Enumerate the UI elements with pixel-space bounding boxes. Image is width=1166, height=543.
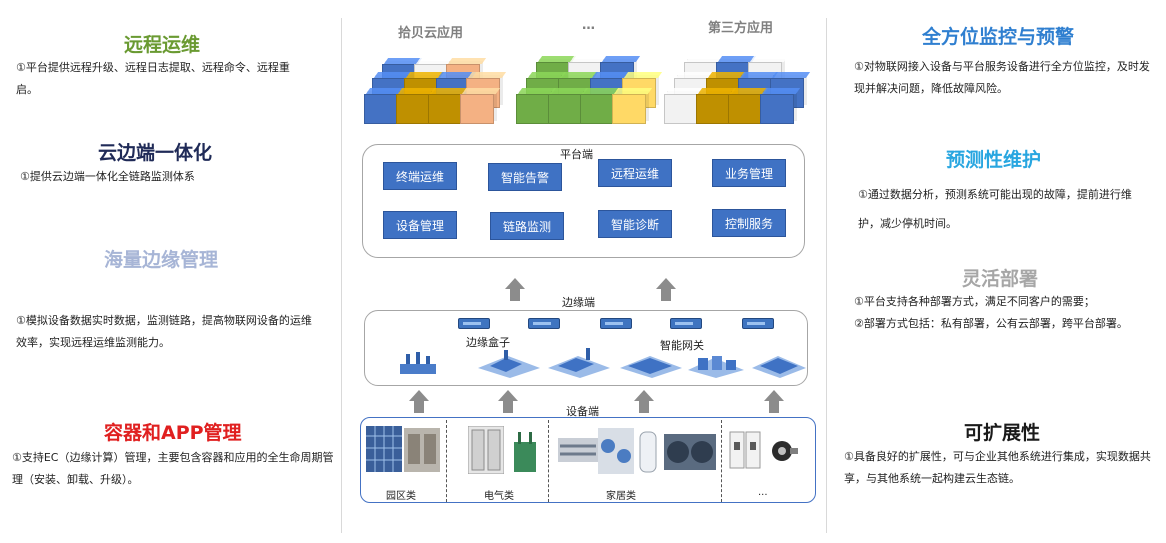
device-label: 设备端 [566,405,599,418]
app-cube [664,94,698,124]
app-cube [728,94,762,124]
cloud-edge-title: 云边端一体化 [98,142,213,164]
app-header-ellipsis: … [582,18,595,33]
app-cube [396,94,430,124]
divider-left [341,18,342,533]
up-arrow-icon [634,390,654,414]
remote-ops-title: 远程运维 [124,34,201,56]
device-category-home: 家居类 [606,491,636,502]
transformer-icon [514,432,536,472]
app-cube [460,94,494,124]
gateway-icon [742,318,774,329]
water-treatment-icon [598,428,634,474]
extensibility-title: 可扩展性 [964,422,1041,444]
edge-box-icon [458,318,490,329]
edge-box-icon [528,318,560,329]
predictive-maintenance-title: 预测性维护 [946,149,1042,171]
solar-panel-icon [366,426,402,472]
divider-right [826,18,827,533]
app-header-third-party: 第三方应用 [708,21,774,36]
service-smart-diagnosis[interactable]: 智能诊断 [598,210,672,238]
app-cube [760,94,794,124]
app-cube [580,94,614,124]
app-cube [548,94,582,124]
monitoring-title: 全方位监控与预警 [922,26,1075,48]
app-cube [364,94,398,124]
edge-box-label: 边缘盒子 [466,336,510,349]
extensibility-text: ①具备良好的扩展性，可与企业其他系统进行集成，实现数据共享，与其他系统一起构建云… [844,450,1151,485]
gateway-icon [670,318,702,329]
data-center-icon [752,356,806,378]
app-header-own: 拾贝云应用 [398,26,464,41]
device-category-park: 园区类 [386,491,416,502]
service-link-monitor[interactable]: 链路监测 [490,212,564,240]
app-cube [428,94,462,124]
container-app-text: ①支持EC（边缘计算）管理，主要包含容器和应用的全生命周期管理（安装、卸载、升级… [12,451,334,486]
service-remote-ops[interactable]: 远程运维 [598,159,672,187]
device-separator [548,420,549,502]
device-category-more: ... [758,487,768,498]
up-arrow-icon [409,390,429,414]
container-app-title: 容器和APP管理 [104,422,242,444]
flexible-deploy-text-1: ①平台支持各种部署方式，满足不同客户的需要； [854,295,1095,308]
factory-icon [400,352,436,374]
buildings-icon [688,356,744,378]
flexible-deploy-text-2: ②部署方式包括：私有部署，公有云部署，跨平台部署。 [854,317,1128,330]
water-heater-icon [639,431,657,473]
device-separator [721,420,722,502]
circuit-breaker-icon [729,431,761,469]
app-cube [516,94,550,124]
gateway-icon [600,318,632,329]
service-terminal-ops[interactable]: 终端运维 [383,162,457,190]
edge-management-title: 海量边缘管理 [104,249,219,271]
service-smart-alarm[interactable]: 智能告警 [488,163,562,191]
service-control[interactable]: 控制服务 [712,209,786,237]
up-arrow-icon [498,390,518,414]
edge-label: 边缘端 [562,296,595,309]
service-device-mgmt[interactable]: 设备管理 [383,211,457,239]
plant-icon [548,348,610,378]
device-category-electrical: 电气类 [484,491,514,502]
warehouse-icon [620,356,682,378]
sensor-icon [772,441,798,461]
up-arrow-icon [764,390,784,414]
service-business-mgmt[interactable]: 业务管理 [712,159,786,187]
pipes-icon [558,438,598,462]
flexible-deploy-title: 灵活部署 [962,268,1039,290]
up-arrow-icon [656,278,676,302]
remote-ops-text: ①平台提供远程升级、远程日志提取、远程命令、远程重启。 [16,61,290,96]
cloud-edge-text: ①提供云边端一体化全链路监测体系 [20,170,195,183]
up-arrow-icon [505,278,525,302]
edge-management-text: ①模拟设备数据实时数据，监测链路，提高物联网设备的运维效率，实现远程运维监测能力… [16,314,312,349]
monitoring-text: ①对物联网接入设备与平台服务设备进行全方位监控，及时发现并解决问题，降低故障风险… [854,60,1150,95]
app-cube [696,94,730,124]
predictive-maintenance-text: ①通过数据分析，预测系统可能出现的故障，提前进行维护，减少停机时间。 [858,188,1132,230]
switchgear-icon [468,426,504,474]
platform-label: 平台端 [560,148,593,161]
app-cube [612,94,646,124]
industrial-park-icon [478,350,540,378]
substation-icon [404,428,440,472]
device-separator [446,420,447,502]
air-conditioner-icon [664,434,716,470]
gateway-label: 智能网关 [660,339,704,352]
